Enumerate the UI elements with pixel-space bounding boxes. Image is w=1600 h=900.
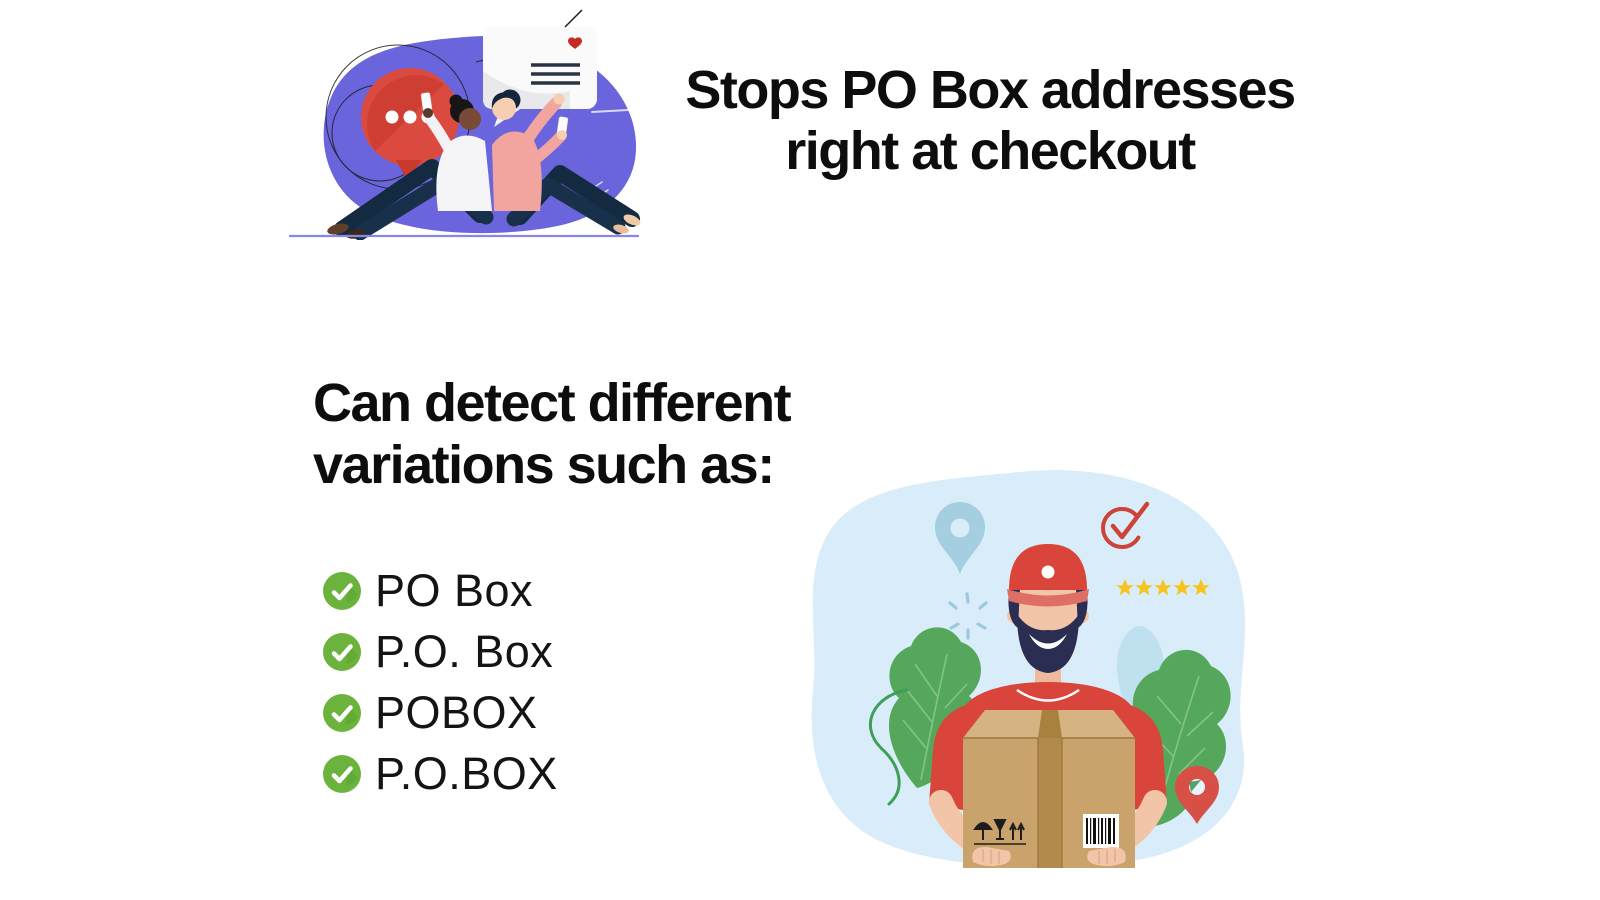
shipping-symbols-icon <box>973 819 1026 845</box>
antenna-line <box>564 9 583 28</box>
checklist-item: P.O. Box <box>322 626 558 677</box>
hero-title: Stops PO Box addresses right at checkout <box>640 60 1340 182</box>
barcode-icon <box>1083 814 1119 848</box>
hero-title-line1: Stops PO Box addresses <box>685 60 1296 120</box>
package-box <box>963 710 1135 868</box>
cap-brim <box>1007 589 1089 607</box>
smile <box>1029 634 1067 649</box>
checklist-item: P.O.BOX <box>322 748 558 799</box>
checklist-item-label: P.O.BOX <box>375 748 558 799</box>
person-left <box>327 92 494 240</box>
collar <box>1016 688 1080 702</box>
finger-lines <box>982 849 1116 864</box>
variations-heading: Can detect different variations such as: <box>313 372 873 496</box>
checkmark-circle-icon <box>1101 501 1150 549</box>
location-pin-red-icon <box>1175 766 1219 824</box>
checklist-item: PO Box <box>322 565 558 616</box>
sparkle-icon <box>948 592 988 640</box>
delivery-man <box>929 544 1167 868</box>
hero-title-line2: right at checkout <box>785 121 1196 181</box>
variations-heading-line1: Can detect different <box>313 373 792 433</box>
chat-illustration <box>288 9 641 240</box>
text-lines <box>531 63 580 85</box>
check-circle-icon <box>323 572 361 610</box>
check-circle-icon <box>323 633 361 671</box>
check-circle-icon <box>323 755 361 793</box>
chat-bubble-icon <box>361 68 459 182</box>
check-circle-icon <box>323 694 361 732</box>
squiggle-line <box>868 688 909 806</box>
checklist-item-label: P.O. Box <box>375 626 554 677</box>
person-right <box>491 89 641 235</box>
checklist-item-label: POBOX <box>375 687 538 738</box>
variations-heading-line2: variations such as: <box>313 435 775 495</box>
checklist-item-label: PO Box <box>375 565 534 616</box>
checklist-item: POBOX <box>322 687 558 738</box>
delivery-illustration <box>811 470 1246 868</box>
cap-dot <box>1041 565 1055 579</box>
location-pin-icon <box>935 502 985 574</box>
heart-icon <box>568 37 582 49</box>
variations-checklist: PO Box P.O. Box POBOX P.O.BOX <box>322 565 558 814</box>
